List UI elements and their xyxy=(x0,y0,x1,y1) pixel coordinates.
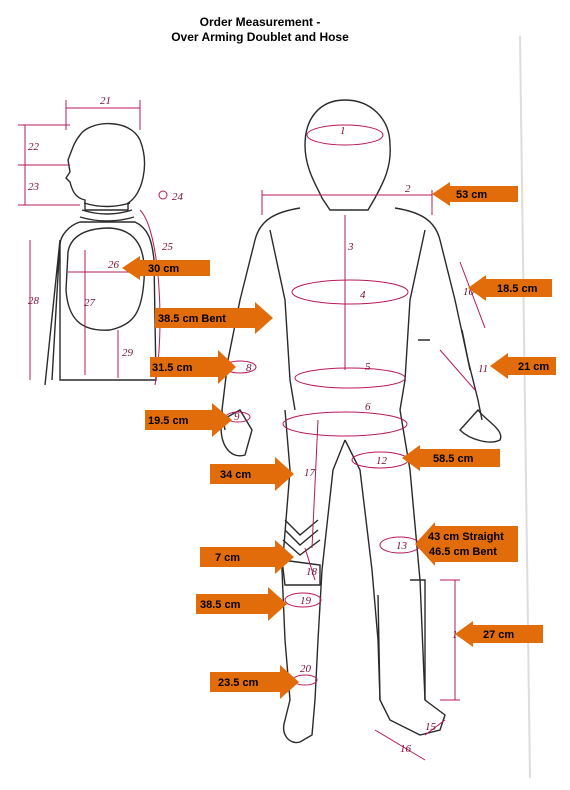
measurement-arrow-43cm: 43 cm Straight 46.5 cm Bent xyxy=(415,522,518,566)
svg-text:13: 13 xyxy=(396,540,408,552)
measurement-arrow-27cm: 27 cm xyxy=(455,621,543,647)
svg-text:1: 1 xyxy=(340,125,346,137)
page-title-line1: Order Measurement - xyxy=(199,15,321,29)
svg-text:34 cm: 34 cm xyxy=(220,469,251,481)
svg-text:38.5 cm Bent: 38.5 cm Bent xyxy=(158,313,226,325)
svg-text:11: 11 xyxy=(478,363,488,375)
measurement-arrow-7cm: 7 cm xyxy=(200,540,294,574)
svg-text:25: 25 xyxy=(162,241,174,253)
svg-text:53 cm: 53 cm xyxy=(456,189,487,201)
measurement-arrow-19-5cm: 19.5 cm xyxy=(145,403,232,437)
svg-text:58.5 cm: 58.5 cm xyxy=(433,453,474,465)
sketch-numbers: 1 2 3 4 5 6 7 8 9 10 11 12 13 14 15 16 1… xyxy=(28,95,488,755)
measurement-arrow-21cm: 21 cm xyxy=(490,353,556,379)
measurement-arrow-23-5cm: 23.5 cm xyxy=(210,665,299,699)
svg-text:24: 24 xyxy=(172,191,184,203)
svg-text:21 cm: 21 cm xyxy=(518,361,549,373)
page-title-line2: Over Arming Doublet and Hose xyxy=(171,30,349,44)
svg-text:20: 20 xyxy=(300,663,312,675)
measurement-arrow-38-5cm-bent: 38.5 cm Bent xyxy=(155,302,273,334)
svg-text:4: 4 xyxy=(360,289,366,301)
svg-text:43 cm Straight: 43 cm Straight xyxy=(428,531,504,543)
svg-text:3: 3 xyxy=(347,241,354,253)
svg-text:10: 10 xyxy=(463,286,475,298)
svg-text:27 cm: 27 cm xyxy=(483,629,514,641)
svg-text:28: 28 xyxy=(28,295,40,307)
svg-text:31.5 cm: 31.5 cm xyxy=(152,362,193,374)
svg-text:29: 29 xyxy=(122,347,134,359)
svg-text:23: 23 xyxy=(28,181,40,193)
svg-text:26: 26 xyxy=(108,259,120,271)
measurement-arrow-34cm: 34 cm xyxy=(210,457,294,491)
svg-text:21: 21 xyxy=(100,95,111,107)
front-measure-lines xyxy=(223,124,486,761)
svg-text:19: 19 xyxy=(300,595,312,607)
measurement-arrow-18-5cm: 18.5 cm xyxy=(468,275,552,301)
measurement-arrow-30cm: 30 cm xyxy=(122,256,210,280)
svg-text:18: 18 xyxy=(306,566,318,578)
measurement-arrow-58-5cm: 58.5 cm xyxy=(402,445,500,471)
svg-text:27: 27 xyxy=(84,297,96,309)
svg-text:46.5 cm Bent: 46.5 cm Bent xyxy=(429,546,497,558)
head-measure-lines xyxy=(18,100,168,386)
svg-text:18.5 cm: 18.5 cm xyxy=(497,283,538,295)
svg-text:17: 17 xyxy=(304,467,316,479)
svg-text:12: 12 xyxy=(376,455,388,467)
svg-text:30 cm: 30 cm xyxy=(148,263,179,275)
svg-text:16: 16 xyxy=(400,743,412,755)
measurement-arrow-53cm: 53 cm xyxy=(432,182,518,206)
measurement-arrow-38-5cm: 38.5 cm xyxy=(196,587,287,621)
paper-edge xyxy=(519,35,531,779)
svg-text:38.5 cm: 38.5 cm xyxy=(200,599,241,611)
svg-text:19.5 cm: 19.5 cm xyxy=(148,415,189,427)
svg-text:6: 6 xyxy=(365,401,371,413)
svg-text:15: 15 xyxy=(425,721,437,733)
svg-text:2: 2 xyxy=(405,183,411,195)
head-profile-sketch xyxy=(44,122,157,386)
svg-text:7 cm: 7 cm xyxy=(215,552,240,564)
svg-text:23.5 cm: 23.5 cm xyxy=(218,677,259,689)
svg-text:5: 5 xyxy=(365,361,371,373)
svg-text:9: 9 xyxy=(234,411,240,423)
svg-text:8: 8 xyxy=(246,362,252,374)
measurement-arrow-31-5cm: 31.5 cm xyxy=(150,350,236,384)
front-body-sketch xyxy=(220,99,502,744)
svg-text:22: 22 xyxy=(28,141,40,153)
